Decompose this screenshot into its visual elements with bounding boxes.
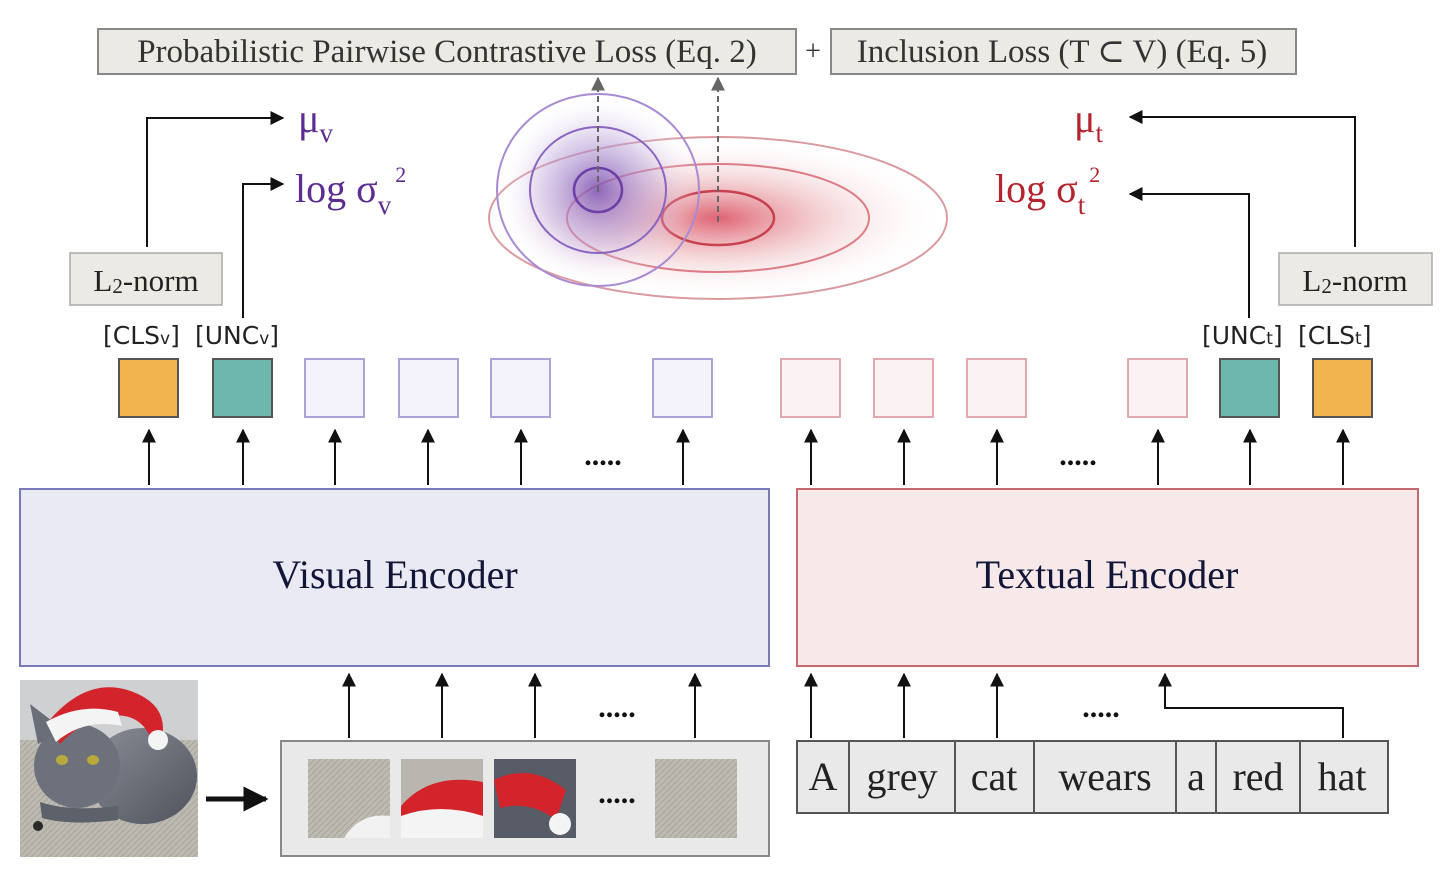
santa-hat-pompom	[148, 730, 168, 750]
text-logvar-label: log σt2	[995, 162, 1100, 220]
word-token: cat	[971, 754, 1018, 799]
patch-1-hat	[344, 815, 390, 838]
image-patch-icon	[655, 759, 737, 838]
word-tokens: A grey cat wears a red hat	[796, 740, 1389, 814]
visual-l2norm-box	[69, 252, 223, 306]
cat-photo-icon	[20, 680, 198, 857]
visual-encoder-label: Visual Encoder	[272, 552, 517, 597]
inclusion-loss-label: Inclusion Loss (T ⊂ V) (Eq. 5)	[857, 34, 1267, 70]
cat-toy	[33, 821, 43, 831]
visual-token	[304, 358, 365, 418]
text-token	[873, 358, 934, 418]
visual-cls-token	[118, 358, 179, 418]
loss-header: Probabilistic Pairwise Contrastive Loss …	[97, 28, 1297, 75]
word-token: a	[1187, 754, 1205, 799]
text-logvar-arrow	[1128, 187, 1250, 318]
textual-outputs: μt log σt2 L2-norm [UNCt] [CLSt]	[995, 96, 1433, 350]
text-mu-label: μt	[1074, 96, 1103, 148]
text-input-ellipsis: .....	[1082, 691, 1120, 724]
visual-encoder: Visual Encoder	[19, 488, 770, 667]
text-token-ellipsis: .....	[1059, 439, 1097, 472]
cat-eye-left	[56, 755, 68, 765]
visual-encoder-box	[19, 488, 770, 667]
cat-eye-right	[87, 755, 99, 765]
visual-input-ellipsis: .....	[598, 691, 636, 724]
visual-logvar-arrow	[242, 177, 285, 318]
visual-token-ellipsis: .....	[584, 439, 622, 472]
plus-sign: +	[805, 36, 821, 67]
word-token: grey	[866, 754, 937, 799]
image-patch-icon	[308, 759, 390, 838]
text-cls-token	[1312, 358, 1373, 418]
visual-token	[490, 358, 551, 418]
encoder-to-token-arrows	[142, 428, 1350, 485]
text-token	[966, 358, 1027, 418]
text-encoder-box	[796, 488, 1419, 667]
word-token: A	[809, 754, 838, 799]
text-cls-label: [CLSt]	[1298, 321, 1371, 350]
patch-last	[655, 759, 737, 838]
text-token	[1127, 358, 1188, 418]
patch-3-hat	[494, 772, 566, 820]
cat-head	[34, 724, 120, 808]
patch-2-brim	[401, 809, 483, 838]
text-unc-token	[1219, 358, 1280, 418]
input-to-encoder-arrows: ..... .....	[342, 672, 1344, 738]
embedding-distributions	[488, 76, 948, 300]
word-token: red	[1232, 754, 1283, 799]
santa-hat-brim	[46, 708, 122, 742]
text-l2norm-label: L2-norm	[1302, 263, 1407, 298]
contrastive-loss-label: Probabilistic Pairwise Contrastive Loss …	[137, 34, 757, 70]
visual-output-tokens: .....	[118, 358, 713, 472]
visual-unc-label: [UNCv]	[195, 321, 279, 350]
text-l2norm-box	[1278, 252, 1433, 306]
text-unc-label: [UNCt]	[1202, 321, 1283, 350]
text-encoder-label: Textual Encoder	[976, 552, 1239, 597]
text-token	[780, 358, 841, 418]
word-token: wears	[1058, 754, 1151, 799]
visual-distribution-outer	[496, 93, 700, 287]
word-token: hat	[1318, 754, 1367, 799]
textual-output-tokens: .....	[780, 358, 1373, 472]
inclusion-loss-box	[830, 28, 1297, 75]
visual-cls-label: [CLSv]	[103, 321, 180, 350]
visual-l2norm-label: L2-norm	[93, 263, 198, 298]
visual-logvar-label: log σv2	[295, 162, 406, 220]
visual-mu-label: μv	[298, 96, 333, 148]
visual-unc-token	[212, 358, 273, 418]
image-patch-icon	[494, 759, 576, 838]
hat-token-arrow	[1158, 672, 1344, 738]
visual-token	[652, 358, 713, 418]
textual-encoder: Textual Encoder	[796, 488, 1419, 667]
patch-3-pompom	[549, 813, 571, 835]
visual-outputs: μv log σv2 L2-norm [CLSv] [UNCv]	[69, 96, 406, 350]
word-container	[796, 740, 1389, 814]
patch-ellipsis: .....	[598, 777, 636, 810]
text-mu-arrow	[1128, 110, 1356, 247]
image-patch-icon	[401, 759, 483, 838]
image-patches: .....	[280, 740, 770, 857]
cat-paw	[40, 802, 118, 823]
visual-token	[398, 358, 459, 418]
visual-mu-arrow	[146, 111, 285, 247]
contrastive-loss-box	[97, 28, 797, 75]
